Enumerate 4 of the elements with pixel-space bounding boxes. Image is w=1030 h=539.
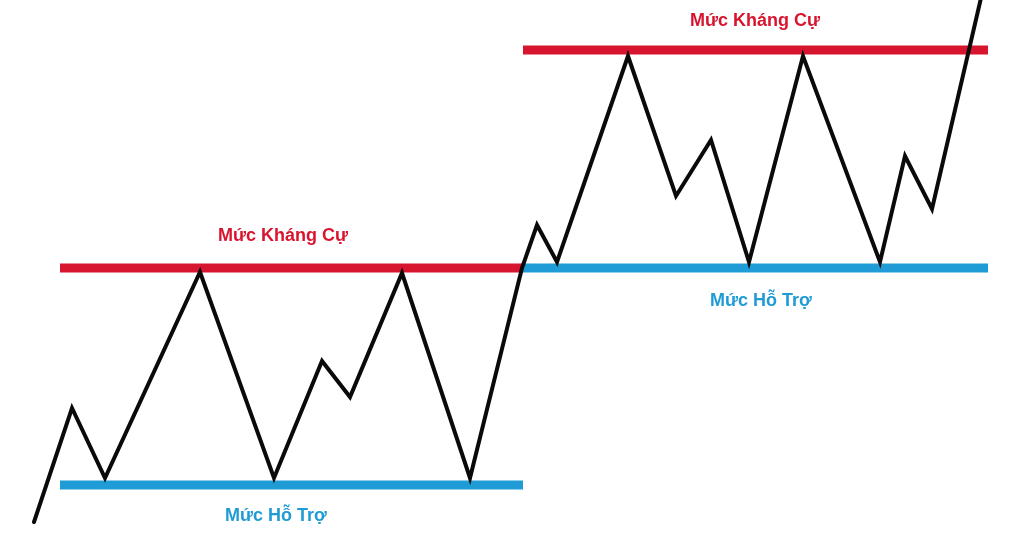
resistance-label: Mức Kháng Cự: [217, 225, 349, 247]
support-label: Mức Hỗ Trợ: [225, 505, 327, 527]
support-label: Mức Hỗ Trợ: [710, 290, 812, 312]
resistance-label: Mức Kháng Cự: [689, 10, 821, 32]
